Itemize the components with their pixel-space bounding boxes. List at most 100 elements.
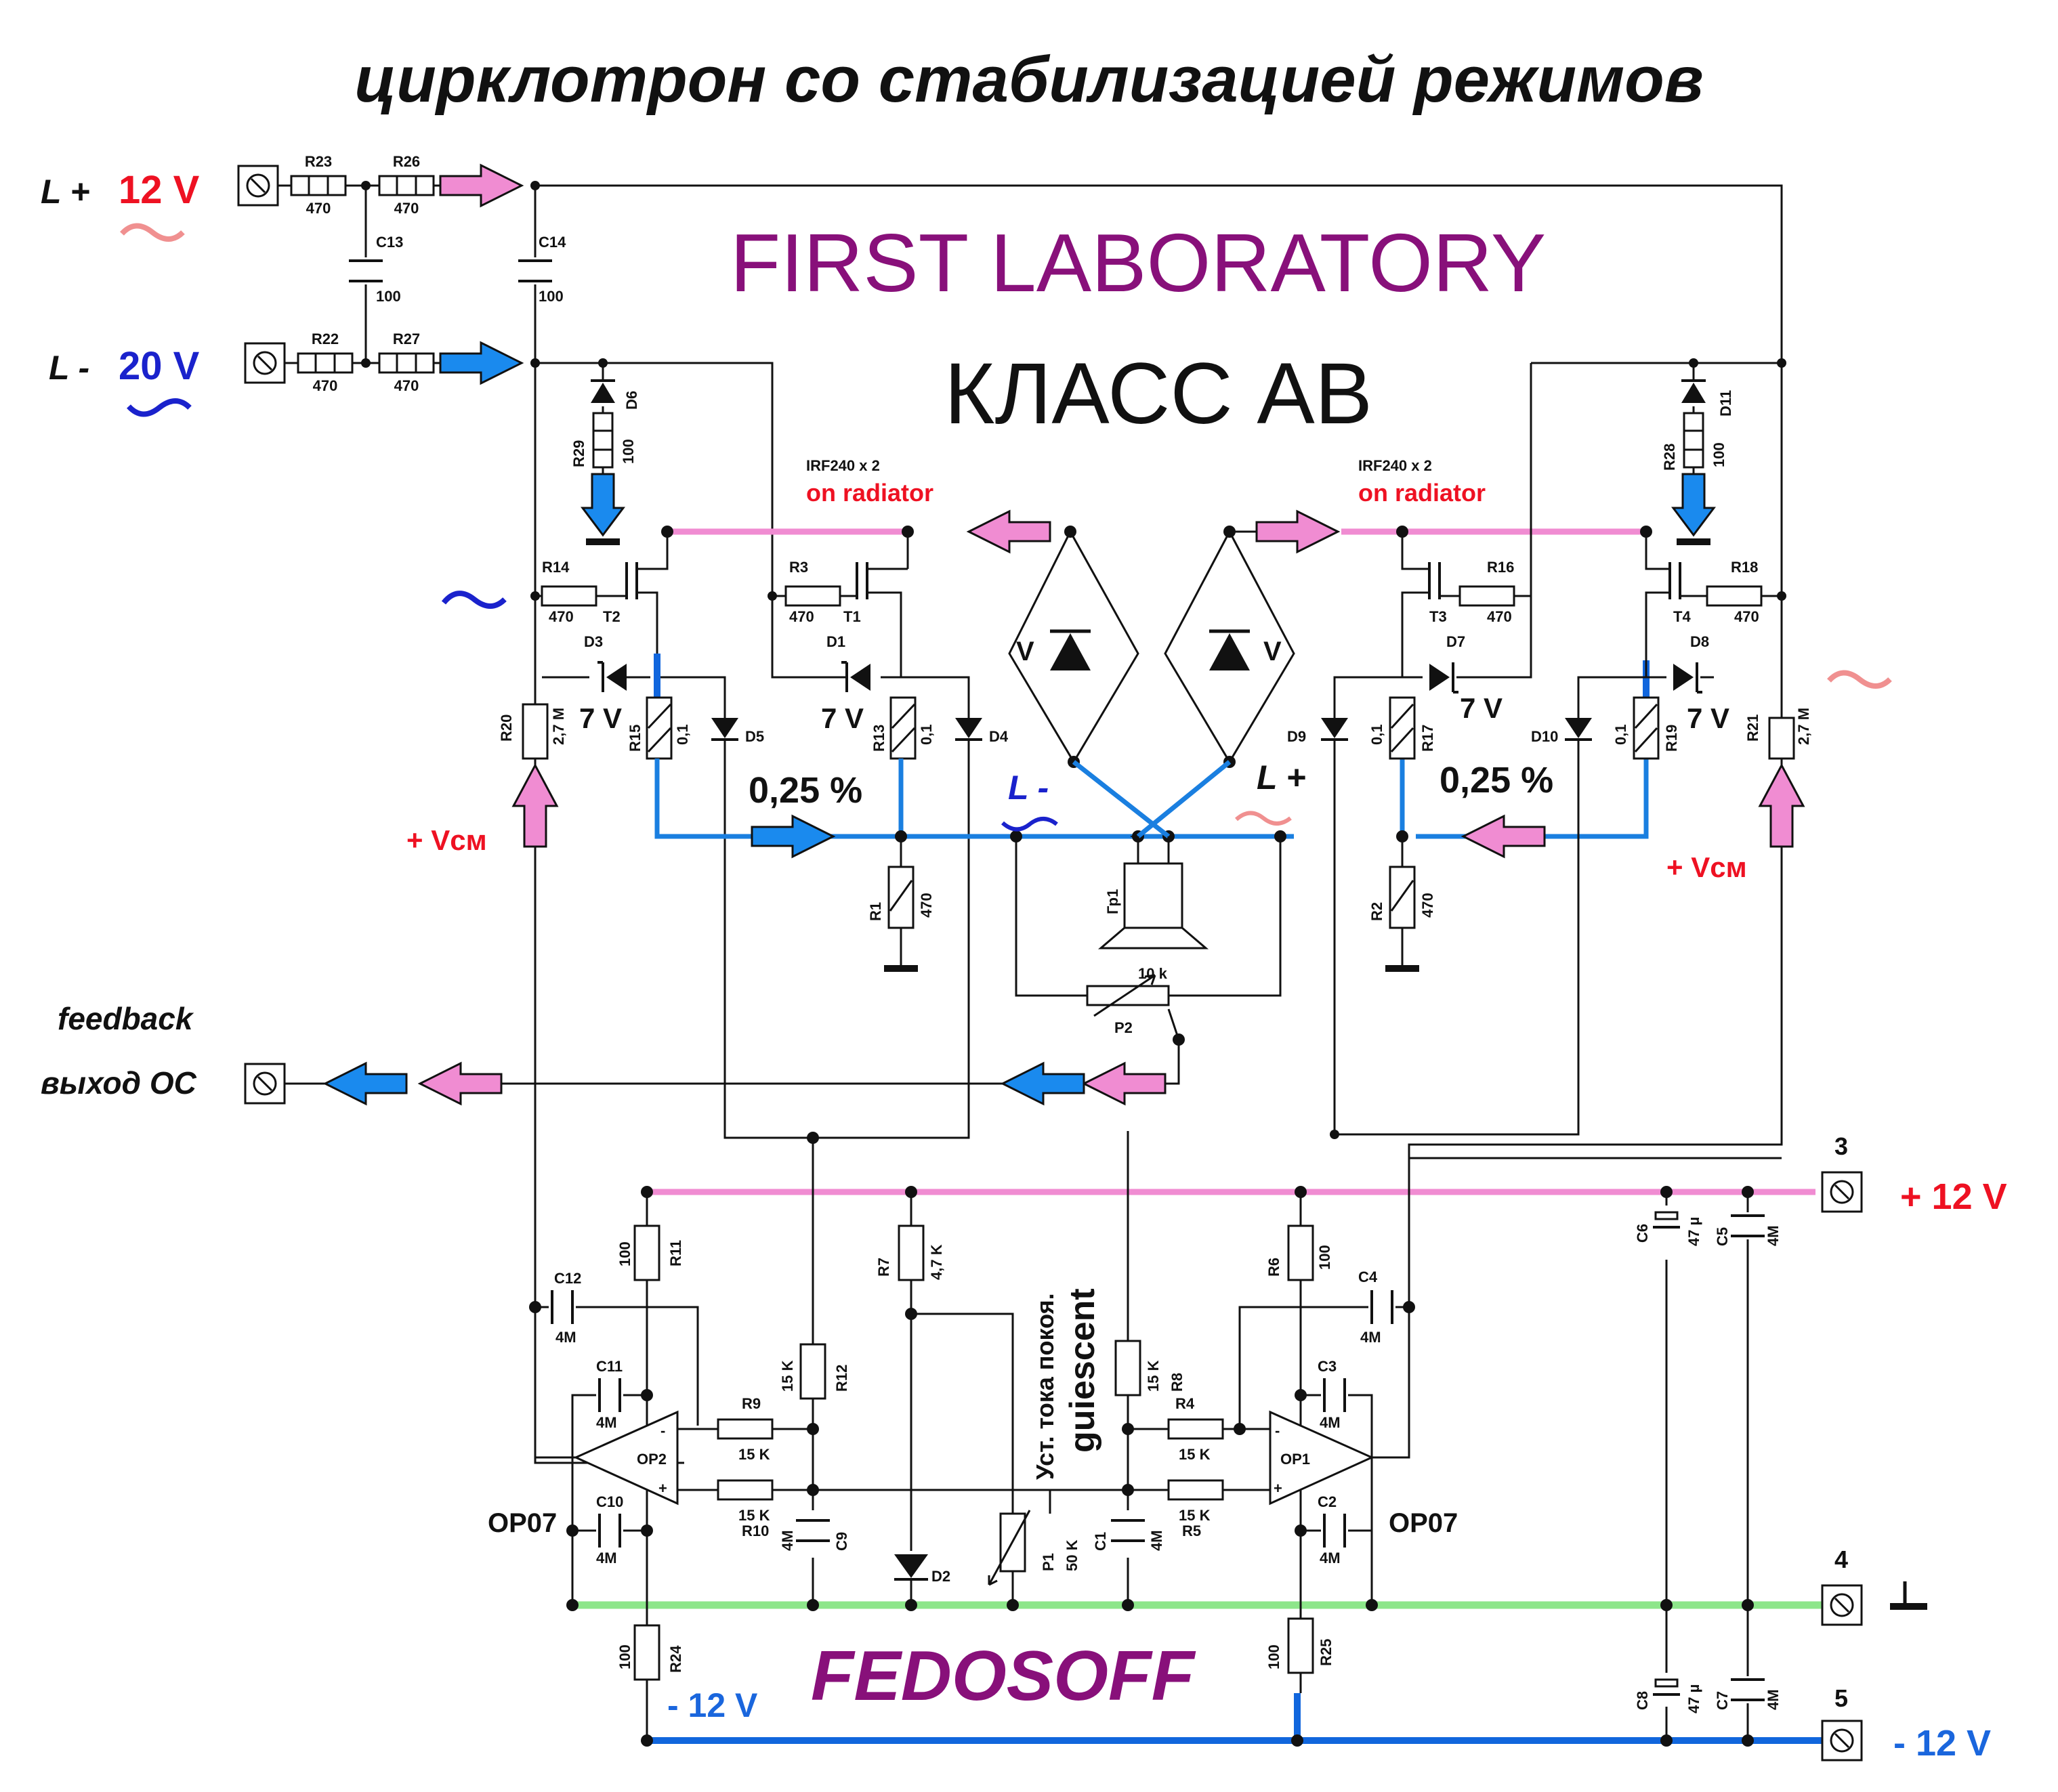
label-c3: C3	[1318, 1358, 1337, 1375]
speaker-l-plus-wave-icon	[1234, 811, 1292, 826]
arrow-up-pink-right-icon	[1759, 764, 1805, 848]
label-r5: R5	[1182, 1522, 1201, 1539]
label-r3: R3	[789, 559, 808, 576]
author-label: FEDOSOFF	[811, 1637, 1196, 1715]
label-r16: R16	[1487, 559, 1514, 576]
label-c9-value: 4M	[779, 1530, 796, 1551]
resistor-r1	[887, 866, 915, 929]
bridge-v-left: V	[1016, 637, 1034, 666]
brand-label: FIRST LABORATORY	[730, 217, 1547, 309]
label-c14-value: 100	[539, 288, 564, 305]
resistor-r16	[1458, 585, 1515, 607]
zener-d3	[597, 661, 627, 692]
label-r15-value: 0,1	[674, 724, 691, 745]
label-r27-value: 470	[394, 377, 419, 394]
label-r9: R9	[742, 1395, 761, 1412]
label-r22: R22	[312, 330, 339, 347]
terminal-3[interactable]	[1821, 1171, 1863, 1213]
radiator-note-right: on radiator	[1358, 479, 1486, 507]
resistor-r12	[799, 1343, 826, 1400]
label-r27: R27	[393, 330, 420, 347]
label-c4: C4	[1358, 1268, 1378, 1285]
label-c12: C12	[554, 1270, 581, 1287]
potentiometer-p1[interactable]	[988, 1510, 1031, 1586]
arrow-right-pink-icon	[439, 164, 523, 207]
label-p1-value: 50 K	[1064, 1539, 1080, 1571]
percent-right: 0,25 %	[1440, 760, 1553, 801]
label-r11-value: 100	[616, 1241, 633, 1266]
resistor-r6	[1287, 1224, 1314, 1281]
label-r12-value: 15 K	[779, 1360, 796, 1392]
arrow-right-blue-output-icon	[751, 815, 835, 858]
transistor-t2	[625, 532, 669, 677]
resistor-r14	[541, 585, 597, 607]
capacitor-c12	[551, 1290, 574, 1324]
label-t2: T2	[603, 608, 621, 625]
label-d2: D2	[931, 1568, 950, 1585]
input-jack-l-plus[interactable]	[237, 165, 279, 207]
zener-d1	[841, 661, 870, 692]
label-c11-value: 4M	[596, 1414, 617, 1431]
resistor-r8	[1114, 1340, 1141, 1396]
l-minus-wave-icon	[127, 398, 192, 417]
label-d6: D6	[623, 391, 640, 410]
resistor-r3	[784, 585, 841, 607]
label-r3-value: 470	[789, 608, 814, 625]
label-r23: R23	[305, 153, 332, 170]
feedback-label: feedback	[58, 1001, 194, 1036]
terminal-5-label: - 12 V	[1893, 1723, 1991, 1764]
label-c4-value: 4M	[1360, 1329, 1381, 1346]
label-r18: R18	[1731, 559, 1758, 576]
label-r6: R6	[1265, 1258, 1282, 1277]
transistor-t4	[1645, 532, 1681, 677]
label-c13-value: 100	[376, 288, 401, 305]
label-r20: R20	[498, 714, 515, 742]
arrow-left-blue-feedback-icon	[1001, 1062, 1085, 1105]
resistor-r7	[898, 1224, 925, 1281]
quiescent-ru-label: Уст. тока покоя.	[1031, 1293, 1059, 1480]
l-plus-voltage: 12 V	[119, 168, 200, 212]
capacitor-c6	[1653, 1211, 1680, 1229]
terminal-5[interactable]	[1821, 1720, 1863, 1762]
label-r13-value: 0,1	[918, 724, 935, 745]
ground-symbol-icon	[1890, 1581, 1927, 1610]
label-t4: T4	[1673, 608, 1691, 625]
input-jack-l-minus[interactable]	[244, 342, 286, 384]
diode-d4	[955, 718, 982, 741]
resistor-r2	[1389, 866, 1416, 929]
capacitor-c14	[518, 259, 552, 282]
resistor-r18	[1706, 585, 1763, 607]
label-r19: R19	[1663, 725, 1680, 752]
label-r9-value: 15 K	[738, 1446, 770, 1463]
arrow-up-pink-icon	[512, 764, 558, 848]
capacitor-c5	[1731, 1214, 1765, 1237]
vcm-left-label: + Vсм	[406, 824, 487, 856]
label-c13: C13	[376, 234, 403, 251]
label-op1-plus: +	[1274, 1480, 1282, 1497]
label-d3: D3	[584, 633, 603, 650]
diode-d10	[1565, 718, 1592, 741]
label-r14: R14	[542, 559, 570, 576]
label-d10: D10	[1531, 728, 1558, 745]
label-r13: R13	[870, 725, 887, 752]
label-t1: T1	[843, 608, 861, 625]
label-c8: C8	[1634, 1691, 1651, 1710]
resistor-r23	[290, 175, 347, 196]
capacitor-c11	[598, 1378, 621, 1412]
transistor-note-right: IRF240 x 2	[1358, 457, 1432, 474]
label-c7: C7	[1714, 1691, 1731, 1710]
label-zener-left2: 7 V	[821, 702, 864, 734]
capacitor-c10	[598, 1514, 621, 1548]
arrow-down-blue-right-icon	[1672, 473, 1715, 536]
label-c12-value: 4M	[555, 1329, 576, 1346]
label-r28: R28	[1661, 444, 1678, 471]
feedback-output-jack[interactable]	[244, 1063, 286, 1105]
potentiometer-p2[interactable]	[1086, 974, 1170, 1017]
label-op2: OP2	[637, 1451, 667, 1468]
label-c6: C6	[1634, 1224, 1651, 1243]
label-r24: R24	[667, 1645, 684, 1673]
terminal-4[interactable]	[1821, 1584, 1863, 1626]
resistor-r13	[889, 696, 917, 760]
label-r21-value: 2,7 M	[1795, 708, 1812, 745]
